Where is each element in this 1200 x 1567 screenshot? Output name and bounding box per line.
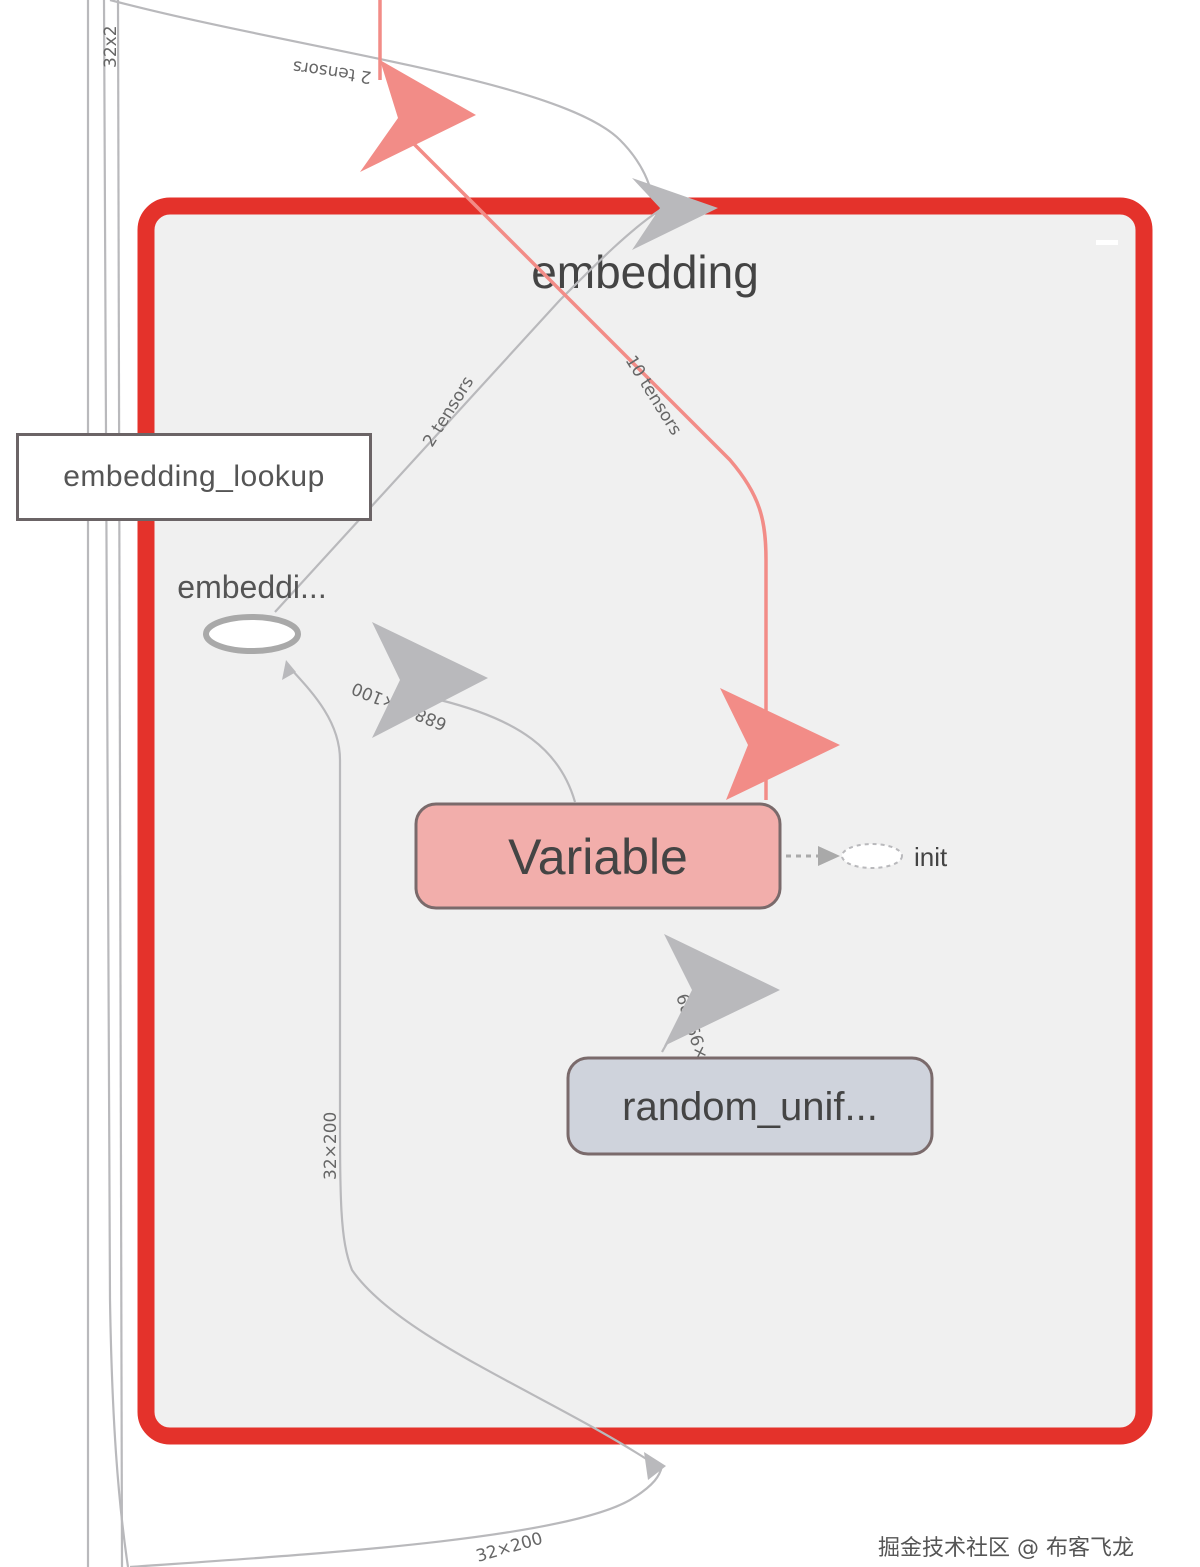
arrowhead-top-red	[360, 60, 476, 172]
arrowhead-bottom	[644, 1452, 666, 1480]
variable-node[interactable]	[414, 802, 782, 910]
group-collapse-icon[interactable]	[1096, 240, 1118, 245]
edge-red-variable	[408, 138, 768, 800]
random-uniform-node[interactable]	[566, 1056, 934, 1156]
init-node[interactable]	[841, 843, 903, 869]
random-uniform-label: random_unif...	[622, 1085, 878, 1129]
edge-variable-out	[439, 698, 577, 803]
arrowhead-red-variable	[720, 688, 840, 800]
arrowhead-init	[818, 846, 840, 866]
edge-label-input-shape: 32×200	[321, 1112, 341, 1180]
embedding-lookup-tooltip: embedding_lookup	[16, 433, 372, 521]
arrowhead-input	[282, 660, 296, 680]
init-label: init	[914, 842, 948, 872]
embedding-op-node[interactable]	[203, 614, 301, 654]
left-edge-b	[102, 0, 130, 1567]
edge-label-top-shape: 32x2	[101, 25, 121, 68]
arrowhead-top-gray	[632, 178, 718, 250]
edge-label-top-two-tensors: 2 tensors	[291, 56, 372, 87]
variable-label: Variable	[508, 829, 688, 885]
left-edge-c	[116, 0, 124, 1567]
embedding-op-label: embeddi...	[177, 569, 326, 605]
embedding-lookup-label: embedding_lookup	[63, 460, 325, 493]
edge-top-curve	[109, 0, 661, 208]
watermark: 掘金技术社区 @ 布客飞龙	[878, 1536, 1134, 1561]
arrowhead-random-gray	[664, 934, 780, 1046]
edge-label-bottom-shape: 32×200	[474, 1529, 545, 1567]
arrowhead-variable-gray	[372, 622, 488, 738]
group-title: embedding	[531, 246, 759, 298]
edge-bottom-curve	[129, 1465, 664, 1567]
edge-input	[289, 667, 661, 1469]
